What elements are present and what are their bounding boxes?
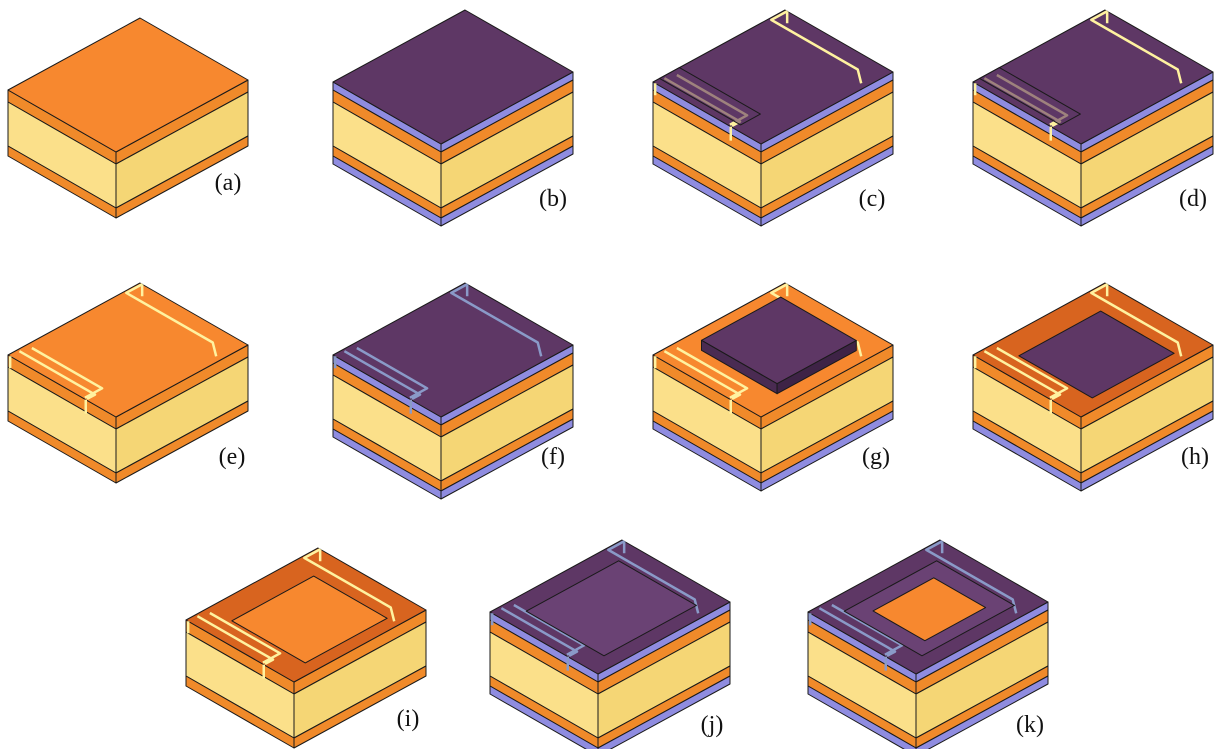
conductor-line-left-inner xyxy=(209,611,282,664)
panel-c: (c) xyxy=(652,9,894,227)
inner-pocket xyxy=(1018,310,1175,399)
raised-block-right-face xyxy=(776,340,857,395)
panel-label: (a) xyxy=(215,170,242,196)
bottom-metal-layer-right-face xyxy=(115,135,249,219)
conductor-line-left-inner xyxy=(513,603,586,656)
open-trench xyxy=(659,67,761,126)
panel-e: (e) xyxy=(7,282,249,484)
top-surface xyxy=(332,282,574,418)
conductor-line-left xyxy=(196,615,275,666)
resist-bottom-layer-left-face xyxy=(807,685,917,749)
resist-bottom-layer-left-face xyxy=(489,685,599,749)
resist-bottom-layer-right-face xyxy=(597,675,731,749)
bottom-metal-layer-right-face xyxy=(293,665,427,749)
conductor-line-back xyxy=(770,10,863,84)
panel-label: (k) xyxy=(1016,712,1044,738)
panel-label: (c) xyxy=(859,186,886,212)
panel-label: (d) xyxy=(1179,186,1207,212)
panel-label: (e) xyxy=(219,444,246,470)
resist-bottom-layer-right-face xyxy=(915,675,1049,749)
conductor-line-back xyxy=(925,540,1018,614)
resist-bottom-layer-right-face xyxy=(440,145,574,227)
top-surface xyxy=(332,9,574,145)
conductor-line-back xyxy=(125,283,218,357)
conductor-line-left-inner xyxy=(676,346,749,399)
panel-f: (f) xyxy=(332,282,574,500)
panel-b: (b) xyxy=(332,9,574,227)
top-surface xyxy=(652,9,894,145)
panel-a: (a) xyxy=(7,17,249,219)
conductor-line-left xyxy=(343,350,422,401)
panel-label: (g) xyxy=(862,444,890,470)
panel-label: (i) xyxy=(397,706,420,732)
top-surface xyxy=(7,282,249,418)
conductor-line-back xyxy=(450,283,543,357)
resist-bottom-layer-right-face xyxy=(1080,145,1214,227)
resist-bottom-layer-right-face xyxy=(440,418,574,500)
resist-bottom-layer-right-face xyxy=(760,145,894,227)
conductor-line-left xyxy=(663,350,742,401)
inner-frame xyxy=(525,560,697,657)
conductor-line-back xyxy=(303,548,396,622)
panel-label: (j) xyxy=(701,712,724,738)
resist-bottom-layer-right-face xyxy=(760,410,894,492)
conductor-line-left xyxy=(983,350,1062,401)
bottom-metal-layer-right-face xyxy=(115,400,249,484)
panel-label: (h) xyxy=(1181,444,1209,470)
conductor-line-left xyxy=(500,607,579,658)
conductor-line-back xyxy=(1090,10,1183,84)
conductor-line-left-inner xyxy=(31,346,104,399)
conductor-line-left-inner xyxy=(356,346,429,399)
panel-j: (j) xyxy=(489,539,731,749)
conductor-line-left-inner xyxy=(831,603,904,656)
conductor-line-left xyxy=(818,607,897,658)
panel-d: (d) xyxy=(972,9,1214,227)
inner-pocket xyxy=(231,575,388,664)
conductor-line-left-inner xyxy=(996,346,1069,399)
top-surface xyxy=(7,17,249,153)
panel-g: (g) xyxy=(652,282,894,492)
panel-h: (h) xyxy=(972,282,1214,492)
panel-k: (k) xyxy=(807,539,1049,749)
resist-bottom-layer-right-face xyxy=(1080,410,1214,492)
panel-label: (f) xyxy=(541,444,565,470)
conductor-line-left xyxy=(18,350,97,401)
panel-i: (i) xyxy=(185,547,427,749)
top-surface xyxy=(972,9,1214,145)
conductor-line-back xyxy=(607,540,700,614)
open-trench xyxy=(979,67,1081,126)
panel-label: (b) xyxy=(539,186,567,212)
conductor-line-back xyxy=(1090,283,1183,357)
substrate-window xyxy=(872,577,987,642)
